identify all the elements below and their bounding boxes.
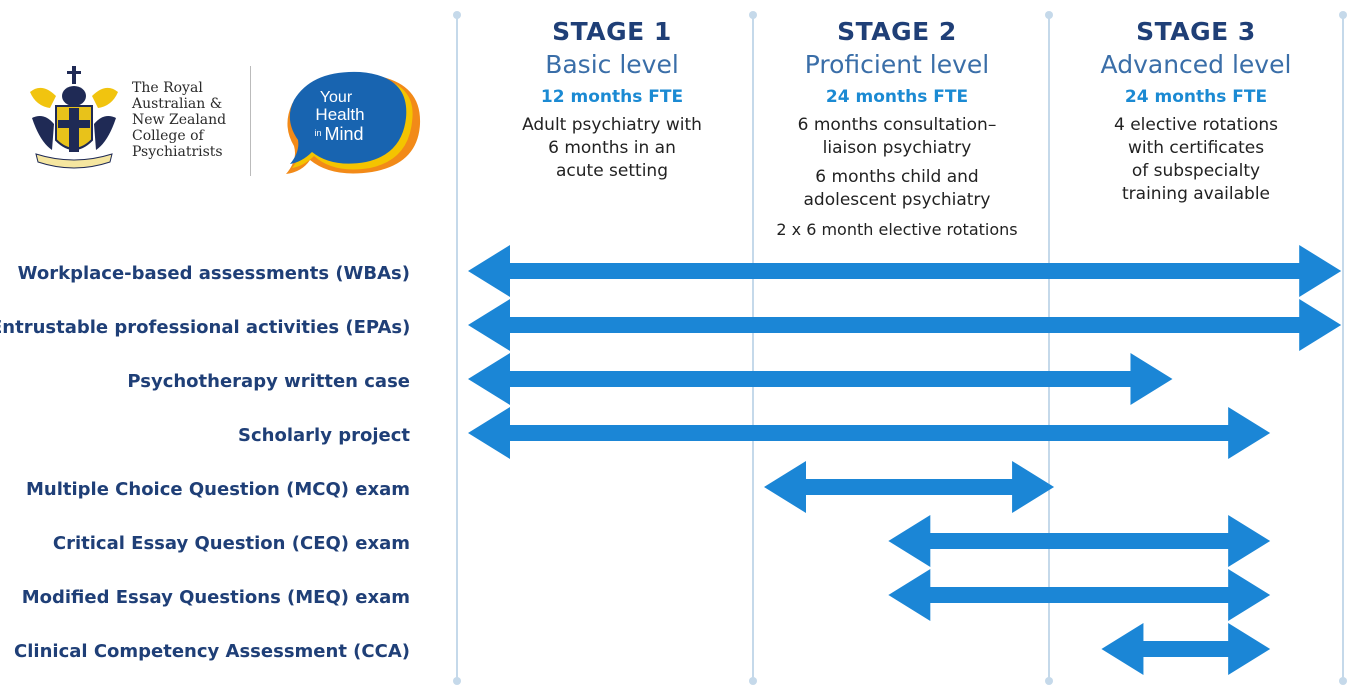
stage-title: STAGE 2 <box>837 17 957 46</box>
stage-duration: 24 months FTE <box>1124 87 1268 107</box>
stage-title: STAGE 1 <box>552 17 672 46</box>
double-arrow <box>468 407 1271 459</box>
assessment-label: Workplace-based assessments (WBAs) <box>17 263 410 284</box>
stage-description: Adult psychiatry with 6 months in an acu… <box>467 114 757 183</box>
stage-divider <box>1339 11 1347 685</box>
double-arrow <box>468 353 1173 405</box>
double-arrow <box>1101 623 1271 675</box>
stage-level: Proficient level <box>804 50 990 79</box>
double-arrow <box>888 569 1271 621</box>
stage-divider <box>453 11 461 685</box>
assessment-label: Scholarly project <box>238 425 410 446</box>
double-arrow <box>468 299 1342 351</box>
stage-description: 6 months consultation– liaison psychiatr… <box>752 114 1042 241</box>
stage-duration: 24 months FTE <box>825 87 969 107</box>
college-logo: The Royal Australian & New Zealand Colle… <box>22 60 442 190</box>
stage-description-line: 2 x 6 month elective rotations <box>776 220 1018 239</box>
assessment-label: Clinical Competency Assessment (CCA) <box>14 641 410 662</box>
stage-description-line: adolescent psychiatry <box>803 190 991 210</box>
stage-description-line: 6 months child and <box>815 167 979 187</box>
stage-1-header: STAGE 1 Basic level 12 months FTE Adult … <box>467 16 757 183</box>
stage-3-header: STAGE 3 Advanced level 24 months FTE 4 e… <box>1050 16 1342 206</box>
stage-description-block: 6 months child and adolescent psychiatry <box>752 166 1042 212</box>
stage-description-line: acute setting <box>555 161 668 181</box>
stage-description-line: of subspecialty <box>1131 161 1261 181</box>
stage-description-block: 2 x 6 month elective rotations <box>752 218 1042 241</box>
stage-level: Advanced level <box>1100 50 1292 79</box>
college-crest-icon <box>30 66 118 169</box>
assessment-label: Entrustable professional activities (EPA… <box>0 317 411 338</box>
college-name-line: Psychiatrists <box>132 144 223 160</box>
stage-description-line: liaison psychiatry <box>822 138 972 158</box>
college-name-line: New Zealand <box>132 112 227 128</box>
logo-separator <box>250 66 251 176</box>
assessment-label: Psychotherapy written case <box>127 371 410 392</box>
stage-duration: 12 months FTE <box>540 87 684 107</box>
badge-text-in: in <box>314 128 321 138</box>
double-arrow <box>468 245 1342 297</box>
stage-description-line: with certificates <box>1127 138 1265 158</box>
stage-2-header: STAGE 2 Proficient level 24 months FTE 6… <box>752 16 1042 247</box>
stage-title: STAGE 3 <box>1136 17 1256 46</box>
badge-text-mind: Mind <box>324 124 363 144</box>
assessment-label: Critical Essay Question (CEQ) exam <box>52 533 410 554</box>
college-name-line: College of <box>132 128 204 144</box>
college-name-line: Australian & <box>132 96 223 112</box>
college-name: The Royal Australian & New Zealand Colle… <box>132 80 252 160</box>
stage-description-line: 4 elective rotations <box>1113 115 1279 135</box>
double-arrow <box>888 515 1271 567</box>
stage-description-line: 6 months consultation– <box>797 115 997 135</box>
stage-description-line: 6 months in an <box>548 138 676 158</box>
double-arrow <box>764 461 1055 513</box>
your-health-in-mind-badge: Your Health in Mind <box>286 71 421 174</box>
stage-divider <box>749 11 757 685</box>
assessment-label: Multiple Choice Question (MCQ) exam <box>25 479 410 500</box>
stage-divider <box>1045 11 1053 685</box>
stage-description-line: training available <box>1122 184 1270 204</box>
stage-description: 4 elective rotations with certificates o… <box>1050 114 1342 206</box>
assessment-label: Modified Essay Questions (MEQ) exam <box>21 587 410 608</box>
badge-text-health: Health <box>315 105 364 124</box>
college-name-line: The Royal <box>132 80 203 96</box>
stage-level: Basic level <box>545 50 679 79</box>
stage-description-line: Adult psychiatry with <box>522 115 702 135</box>
badge-text-your: Your <box>320 89 353 106</box>
stage-description-block: 6 months consultation– liaison psychiatr… <box>752 114 1042 160</box>
